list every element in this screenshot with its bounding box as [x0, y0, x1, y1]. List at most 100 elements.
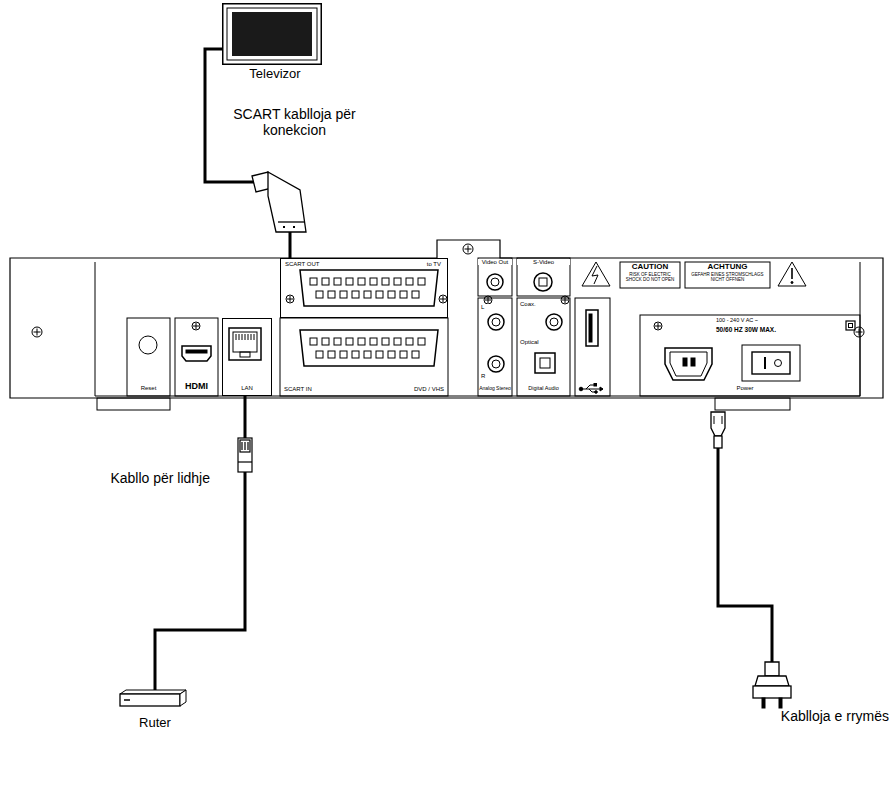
- cable-line: [155, 396, 245, 690]
- device-name: Televizor: [222, 67, 328, 82]
- hdmi-port: [182, 346, 211, 361]
- coax-jack: [546, 314, 562, 330]
- rca-jack-inner: [492, 318, 500, 326]
- scart-pin: [358, 338, 365, 345]
- s-video-panel: [517, 258, 570, 296]
- port-label: DVD / VHS: [380, 386, 444, 392]
- lan-jack: [229, 328, 261, 360]
- scart-pin: [394, 278, 401, 285]
- s-video-jack-inner: [539, 278, 547, 286]
- scart-pin: [376, 351, 383, 358]
- scart-pin: [346, 278, 353, 285]
- port-label: Power: [715, 385, 775, 391]
- scart-pin: [412, 351, 419, 358]
- scart-plug: [252, 172, 306, 232]
- scart-pin: [382, 338, 389, 345]
- scart-pin: [394, 338, 401, 345]
- channel-label: R: [481, 373, 489, 379]
- scart-pin: [322, 278, 329, 285]
- reset-button: [139, 336, 157, 354]
- channel-label: L: [481, 304, 489, 310]
- scart-pin: [382, 278, 389, 285]
- scart-pin: [346, 338, 353, 345]
- television: Televizor: [222, 3, 328, 87]
- scart-pin: [418, 338, 425, 345]
- power-cable: [711, 412, 791, 708]
- power-inlet-inner: [670, 352, 707, 376]
- rca-jack-inner: [491, 278, 499, 286]
- port-label: Video Out: [478, 259, 512, 265]
- scart-pin: [352, 351, 359, 358]
- scart-pin: [406, 338, 413, 345]
- scart-pin: [370, 278, 377, 285]
- rca-jack: [488, 314, 504, 330]
- hdmi-panel: [175, 318, 218, 396]
- lan-port: LAN: [222, 318, 272, 396]
- scart-pin: [400, 351, 407, 358]
- double-insulation-symbol: [849, 324, 853, 328]
- scart-pin: [334, 338, 341, 345]
- scart-out-port: SCART OUTto TV: [280, 258, 448, 318]
- optical-port: [535, 353, 555, 373]
- cable-label: Kablloja e rrymës: [684, 708, 889, 724]
- double-insulation-symbol: [846, 321, 855, 330]
- rca-jack: [487, 274, 503, 290]
- usb-symbol: [579, 384, 603, 394]
- scart-in-socket: [300, 330, 438, 366]
- device-name: Ruter: [108, 716, 202, 731]
- scart-pin: [406, 278, 413, 285]
- reset-panel: [127, 318, 170, 396]
- scart-pin: [400, 291, 407, 298]
- port-label: SCART IN: [284, 386, 344, 392]
- scart-out-socket: [300, 270, 438, 306]
- usb-panel: [575, 298, 610, 396]
- power-rating: 50/60 HZ 30W MAX.: [716, 327, 841, 334]
- scart-pins: [310, 278, 425, 358]
- optical-port-inner: [540, 358, 550, 368]
- hdmi-logo: HDMI: [176, 382, 217, 391]
- rca-jack: [488, 356, 504, 372]
- scart-pin: [388, 351, 395, 358]
- warning-title: CAUTION: [621, 263, 679, 271]
- scart-pin: [334, 278, 341, 285]
- power-switch-off-mark: [775, 360, 782, 367]
- power-inlet-pin: [683, 358, 687, 366]
- port-label: to TV: [427, 261, 441, 268]
- scart-pin: [418, 278, 425, 285]
- warning-lightning: [582, 262, 610, 286]
- scart-pin: [328, 291, 335, 298]
- s-video-jack: [534, 273, 552, 291]
- scart-pin: [322, 338, 329, 345]
- usb-port-inner: [589, 314, 592, 342]
- power-rating: 100 - 240 V AC ~: [716, 318, 841, 324]
- port-label: S-Video: [517, 259, 570, 265]
- cable-label: SCART kablloja për konekcion: [212, 106, 377, 138]
- coax-jack-inner: [550, 318, 558, 326]
- scart-pin: [316, 291, 323, 298]
- scart-in-panel: [280, 318, 448, 396]
- warning-text: RISK OF ELECTRIC SHOCK DO NOT OPEN: [621, 273, 679, 282]
- power-switch-on-mark: [764, 357, 766, 369]
- warning-text: GEFAHR EINES STROMSCHLAGS NICHT ÖFFNEN: [686, 273, 769, 282]
- scart-pin: [340, 291, 347, 298]
- analog-stereo-panel: [478, 298, 512, 396]
- power-panel: [640, 315, 860, 396]
- lan-plug: [238, 438, 252, 472]
- scart-pin: [352, 291, 359, 298]
- scart-pin: [358, 278, 365, 285]
- warning-title: ACHTUNG: [686, 263, 769, 271]
- scart-pin: [310, 338, 317, 345]
- caution-box: [620, 262, 680, 288]
- port-label: LAN: [223, 385, 271, 392]
- tv-outline: [222, 3, 322, 65]
- power-inlet: [665, 348, 712, 380]
- rca-jack-inner: [492, 360, 500, 368]
- usb-port: [586, 310, 598, 346]
- cable-label: Kabllo për lidhje: [30, 470, 210, 486]
- port-label: Optical: [520, 339, 560, 345]
- receiver-body: [10, 240, 883, 410]
- achtung-box: [685, 262, 770, 288]
- cable: [155, 396, 245, 690]
